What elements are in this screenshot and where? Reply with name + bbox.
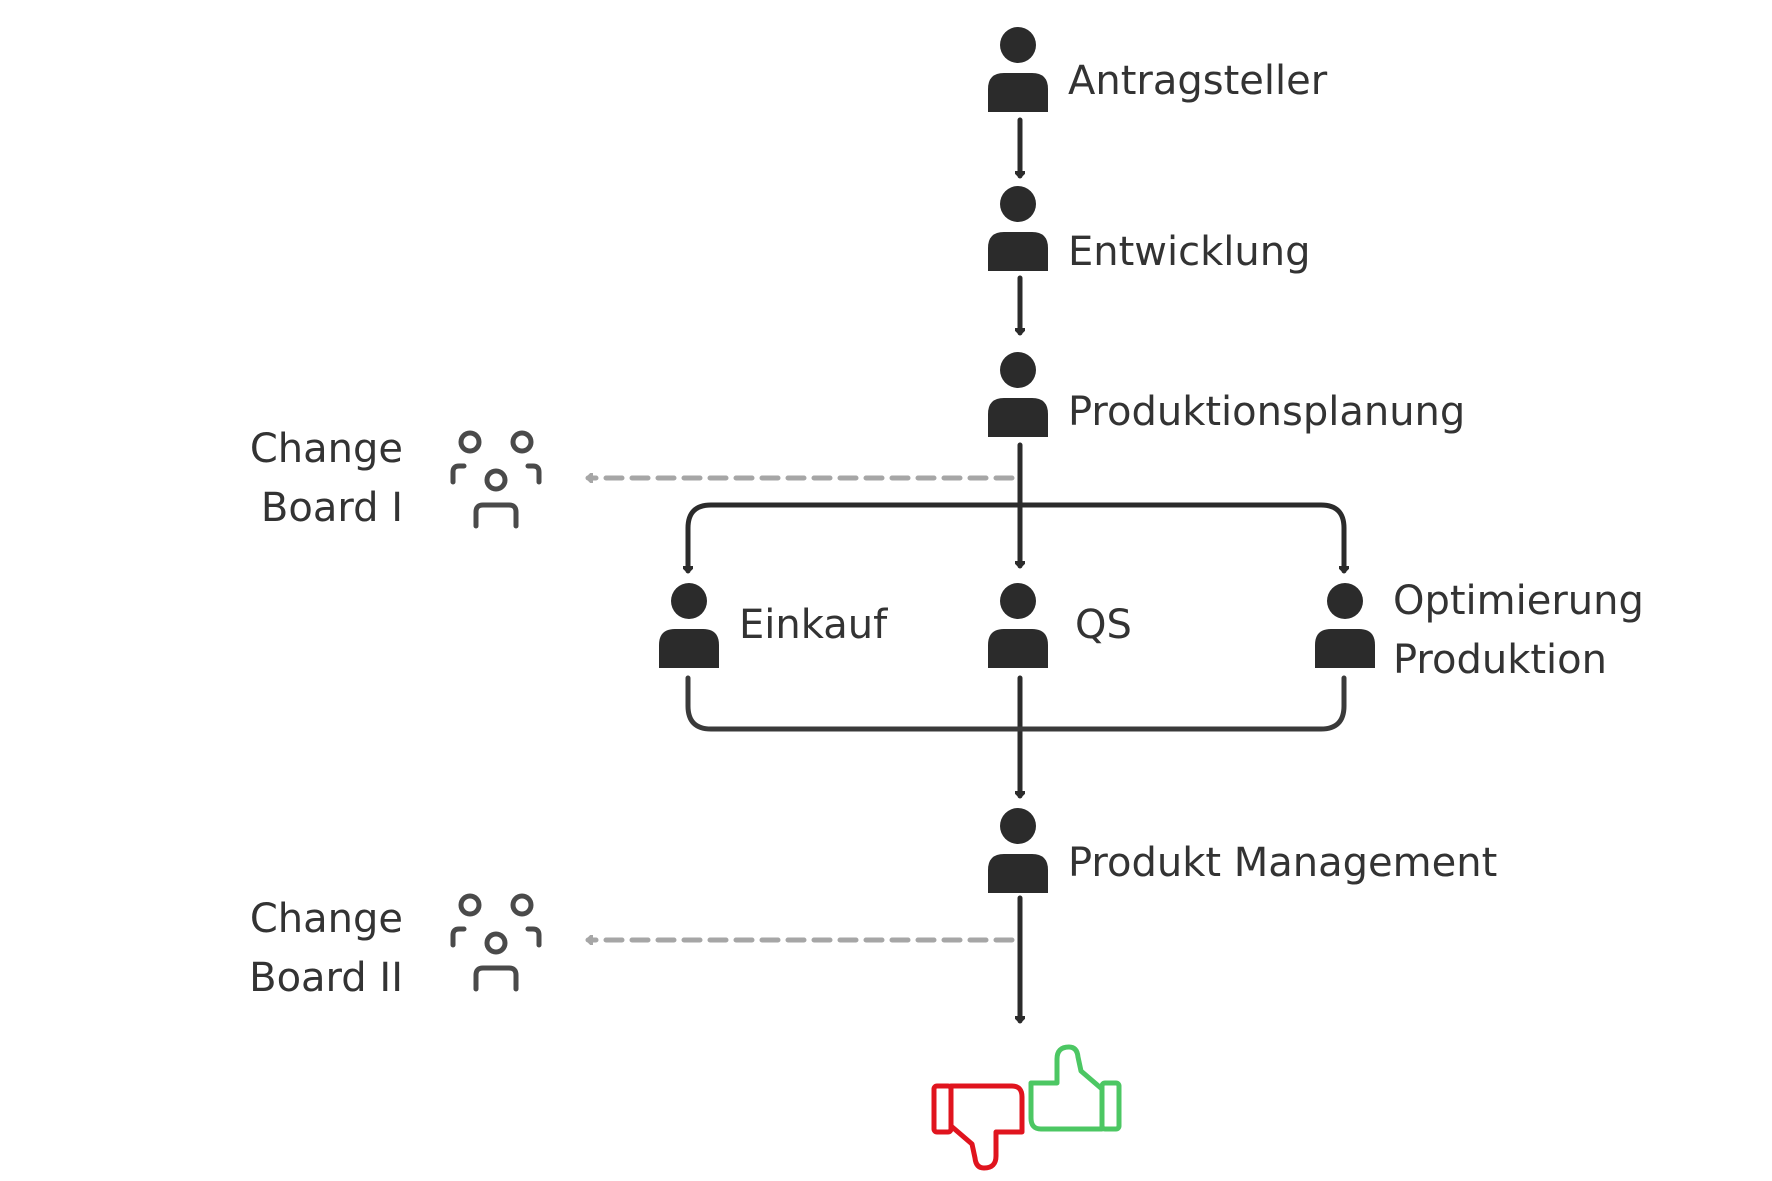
change-board-2-line2: Board II [249, 955, 403, 1001]
node-label-optimierung-line2: Produktion [1393, 637, 1607, 683]
change-board-2-line1: Change [250, 896, 403, 942]
person-icon [988, 27, 1048, 112]
node-label-optimierung-line1: Optimierung [1393, 578, 1644, 624]
change-board-1-line1: Change [250, 426, 403, 472]
person-icon [988, 186, 1048, 271]
node-label-einkauf: Einkauf [739, 602, 888, 648]
node-label-produktionsplanung: Produktionsplanung [1068, 389, 1465, 435]
group-icon [453, 896, 539, 989]
node-label-entwicklung: Entwicklung [1068, 229, 1311, 275]
person-icon [988, 808, 1048, 893]
thumbs-up-icon [1028, 1044, 1122, 1132]
dashed-connectors [585, 478, 1015, 940]
thumbs-down-icon [931, 1083, 1025, 1171]
node-label-produkt-management: Produkt Management [1068, 840, 1497, 886]
node-label-qs: QS [1075, 602, 1132, 648]
arrow-produktionsplanung-optimierung [1017, 502, 1344, 574]
node-label-antragsteller: Antragsteller [1068, 58, 1328, 104]
arrow-produktionsplanung-einkauf [688, 502, 1023, 574]
person-icon [988, 352, 1048, 437]
change-board-1-line2: Board I [261, 485, 403, 531]
person-icon [659, 583, 719, 668]
merge-einkauf-optimierung [685, 675, 1347, 732]
connectors [685, 117, 1347, 1024]
group-icon [453, 433, 539, 526]
person-icon [1315, 583, 1375, 668]
person-icon [988, 583, 1048, 668]
